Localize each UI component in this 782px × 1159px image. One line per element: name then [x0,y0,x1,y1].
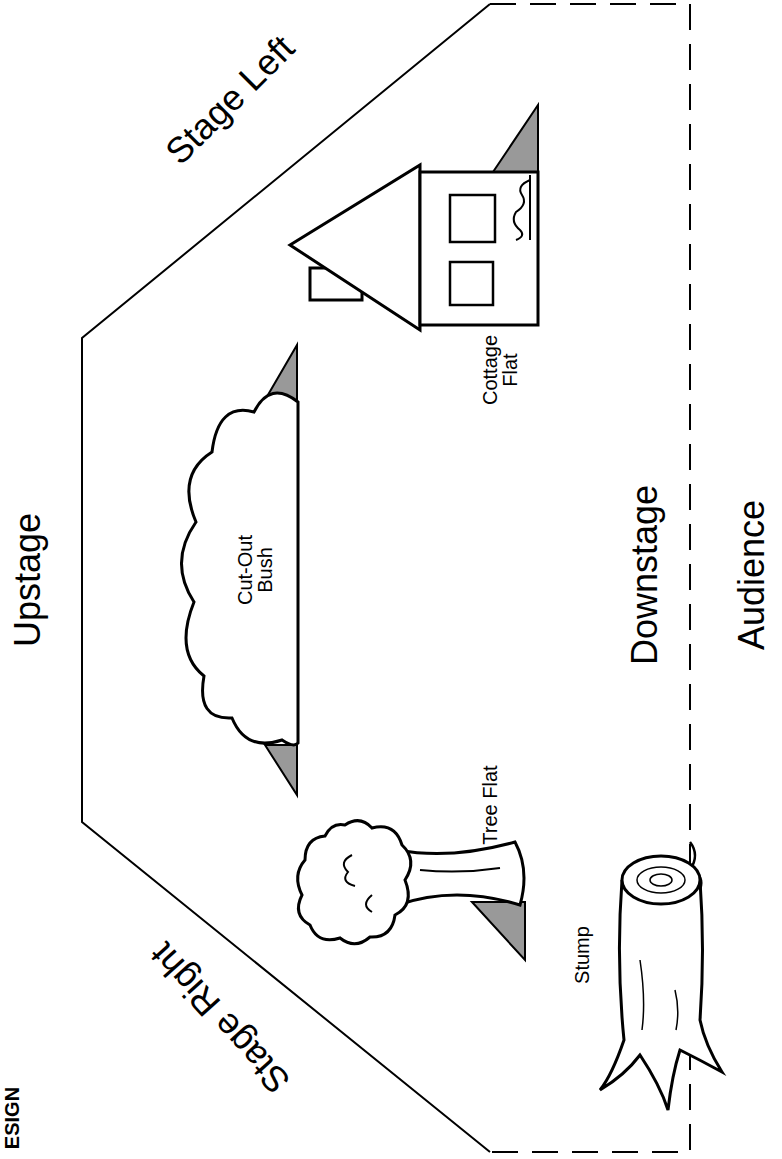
stage-direction: Audience [734,500,770,650]
stump [600,842,722,1110]
stage-direction: Upstage [10,513,46,647]
stage-direction: Downstage [627,485,663,665]
bush-cutout: Cut-Out Bush [170,340,305,800]
stage-direction: Stage Left [159,29,301,171]
node-label: Cut-Out Bush [235,525,275,615]
cottage-flat [290,105,538,330]
part-label: Tree Flat [480,765,500,844]
part-label: Cottage Flat [480,330,520,410]
page-header: ESIGN [2,1087,22,1149]
part-label: Stump [572,926,592,984]
stage-direction: Stage Right [144,936,297,1100]
